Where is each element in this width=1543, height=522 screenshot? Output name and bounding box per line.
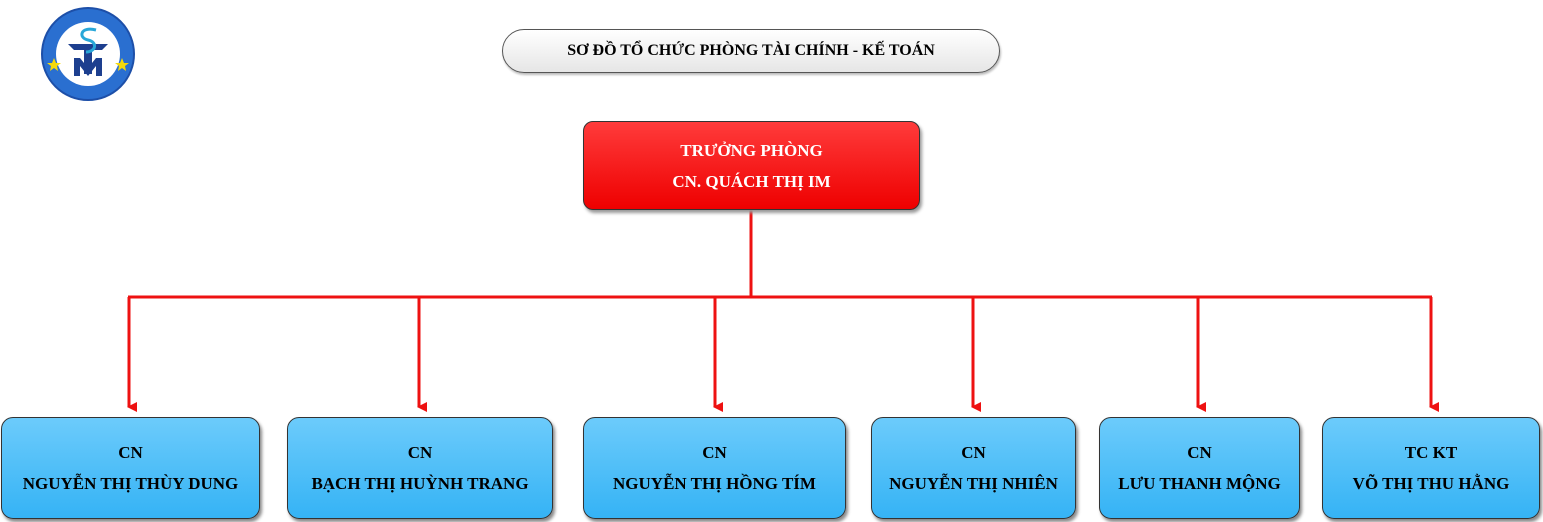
staff-role: CN [1187,443,1212,462]
staff-box: CN NGUYỄN THỊ THÙY DUNG [1,417,260,519]
staff-role: CN [702,443,727,462]
staff-name: NGUYỄN THỊ HỒNG TÍM [613,474,816,493]
staff-box: CN BẠCH THỊ HUỲNH TRANG [287,417,553,519]
head-role: TRƯỞNG PHÒNG [680,140,823,160]
chart-title: SƠ ĐỒ TỔ CHỨC PHÒNG TÀI CHÍNH - KẾ TOÁN [502,29,1000,73]
staff-role: CN [118,443,143,462]
staff-box: CN NGUYỄN THỊ NHIÊN [871,417,1076,519]
staff-role: CN [961,443,986,462]
staff-role: CN [407,443,433,462]
staff-name: NGUYỄN THỊ THÙY DUNG [22,474,239,493]
staff-box: CN NGUYỄN THỊ HỒNG TÍM [583,417,846,519]
hospital-logo [41,7,135,101]
staff-name: LƯU THANH MỘNG [1118,474,1281,493]
staff-box: TC KT VÕ THỊ THU HẰNG [1322,417,1540,519]
staff-name: NGUYỄN THỊ NHIÊN [889,474,1058,493]
staff-name: VÕ THỊ THU HẰNG [1352,474,1510,493]
head-of-department-box: TRƯỞNG PHÒNG CN. QUÁCH THỊ IM [583,121,920,210]
staff-box: CN LƯU THANH MỘNG [1099,417,1300,519]
head-name: CN. QUÁCH THỊ IM [672,171,831,191]
staff-role: TC KT [1404,443,1458,462]
staff-name: BẠCH THỊ HUỲNH TRANG [311,474,529,493]
